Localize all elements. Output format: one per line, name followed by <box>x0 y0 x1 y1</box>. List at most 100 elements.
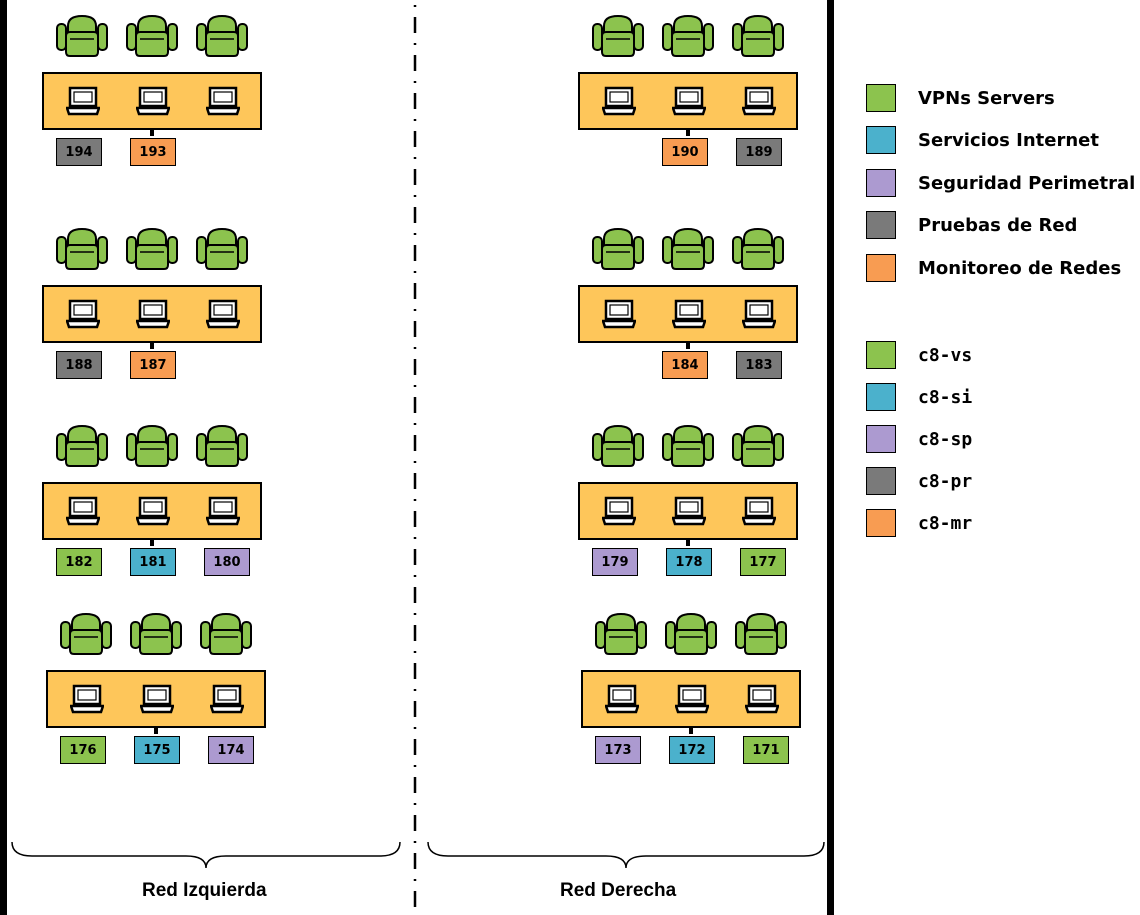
workstation-right-4: 173 172 171 <box>581 610 811 764</box>
desk <box>578 285 798 343</box>
office-chair-icon <box>60 610 112 656</box>
desk-connector <box>686 540 690 546</box>
office-chair-icon <box>126 225 178 271</box>
office-chair-icon <box>56 225 108 271</box>
laptop-icon <box>671 86 707 116</box>
legend-swatch <box>866 211 896 239</box>
host-tag-sp: 179 <box>592 548 638 576</box>
host-tag-mr: 193 <box>130 138 176 166</box>
legend-swatch <box>866 467 896 495</box>
legend-item-vs: VPNs Servers <box>866 84 1055 112</box>
workstation-left-4: 176 175 174 <box>46 610 276 764</box>
laptop-icon <box>741 496 777 526</box>
desk-connector <box>150 343 154 349</box>
host-tag-sp: 174 <box>208 736 254 764</box>
legend-item-sp: Seguridad Perimetral <box>866 169 1135 197</box>
laptop-icon <box>65 496 101 526</box>
legend-code-sp: c8-sp <box>866 425 972 453</box>
legend-item-si: Servicios Internet <box>866 126 1099 154</box>
host-tag-si: 175 <box>134 736 180 764</box>
desk-connector <box>686 130 690 136</box>
office-chair-icon <box>595 610 647 656</box>
host-tag-pr: 194 <box>56 138 102 166</box>
legend-label: Pruebas de Red <box>918 214 1078 236</box>
host-tag-vs: 177 <box>740 548 786 576</box>
office-chair-icon <box>126 422 178 468</box>
network-divider <box>413 5 417 910</box>
host-tag-pr: 189 <box>736 138 782 166</box>
legend-label: Seguridad Perimetral <box>918 172 1136 194</box>
laptop-icon <box>205 299 241 329</box>
legend-code-si: c8-si <box>866 383 972 411</box>
legend-swatch <box>866 169 896 197</box>
legend-code-mr: c8-mr <box>866 509 972 537</box>
host-tag-sp: 173 <box>595 736 641 764</box>
desk <box>46 670 266 728</box>
office-chair-icon <box>592 12 644 58</box>
host-tag-mr: 184 <box>662 351 708 379</box>
left-wall <box>0 0 7 915</box>
office-chair-icon <box>196 422 248 468</box>
host-tag-mr: 190 <box>662 138 708 166</box>
office-chair-icon <box>592 225 644 271</box>
office-chair-icon <box>662 12 714 58</box>
office-chair-icon <box>665 610 717 656</box>
legend-swatch <box>866 383 896 411</box>
laptop-icon <box>69 684 105 714</box>
legend-swatch <box>866 84 896 112</box>
desk-connector <box>150 130 154 136</box>
laptop-icon <box>135 86 171 116</box>
legend-code: c8-vs <box>918 344 973 366</box>
desk <box>581 670 801 728</box>
laptop-icon <box>65 86 101 116</box>
desk <box>42 285 262 343</box>
legend-code: c8-sp <box>918 428 973 450</box>
right-network-brace <box>427 841 825 869</box>
host-tag-vs: 176 <box>60 736 106 764</box>
laptop-icon <box>205 86 241 116</box>
host-tag-pr: 183 <box>736 351 782 379</box>
office-chair-icon <box>662 422 714 468</box>
legend-code: c8-si <box>918 386 973 408</box>
workstation-right-2: 184 183 <box>578 225 808 379</box>
laptop-icon <box>674 684 710 714</box>
office-chair-icon <box>196 225 248 271</box>
desk <box>42 72 262 130</box>
legend-swatch <box>866 254 896 282</box>
laptop-icon <box>741 299 777 329</box>
legend-code-vs: c8-vs <box>866 341 972 369</box>
left-network-label: Red Izquierda <box>142 880 267 901</box>
laptop-icon <box>741 86 777 116</box>
legend-code: c8-mr <box>918 512 973 534</box>
office-chair-icon <box>130 610 182 656</box>
office-chair-icon <box>196 12 248 58</box>
desk <box>578 482 798 540</box>
host-tag-si: 181 <box>130 548 176 576</box>
office-chair-icon <box>732 12 784 58</box>
legend-code: c8-pr <box>918 470 973 492</box>
left-network-brace <box>11 841 401 869</box>
host-tag-vs: 182 <box>56 548 102 576</box>
laptop-icon <box>601 299 637 329</box>
desk-connector <box>150 540 154 546</box>
legend-label: VPNs Servers <box>918 87 1055 109</box>
office-chair-icon <box>662 225 714 271</box>
laptop-icon <box>744 684 780 714</box>
desk-connector <box>154 728 158 734</box>
office-chair-icon <box>126 12 178 58</box>
host-tag-vs: 171 <box>743 736 789 764</box>
legend-item-mr: Monitoreo de Redes <box>866 254 1121 282</box>
office-chair-icon <box>732 422 784 468</box>
office-chair-icon <box>732 225 784 271</box>
desk-connector <box>689 728 693 734</box>
legend-swatch <box>866 425 896 453</box>
laptop-icon <box>601 86 637 116</box>
host-tag-pr: 188 <box>56 351 102 379</box>
host-tag-si: 172 <box>669 736 715 764</box>
desk-connector <box>686 343 690 349</box>
legend-swatch <box>866 341 896 369</box>
